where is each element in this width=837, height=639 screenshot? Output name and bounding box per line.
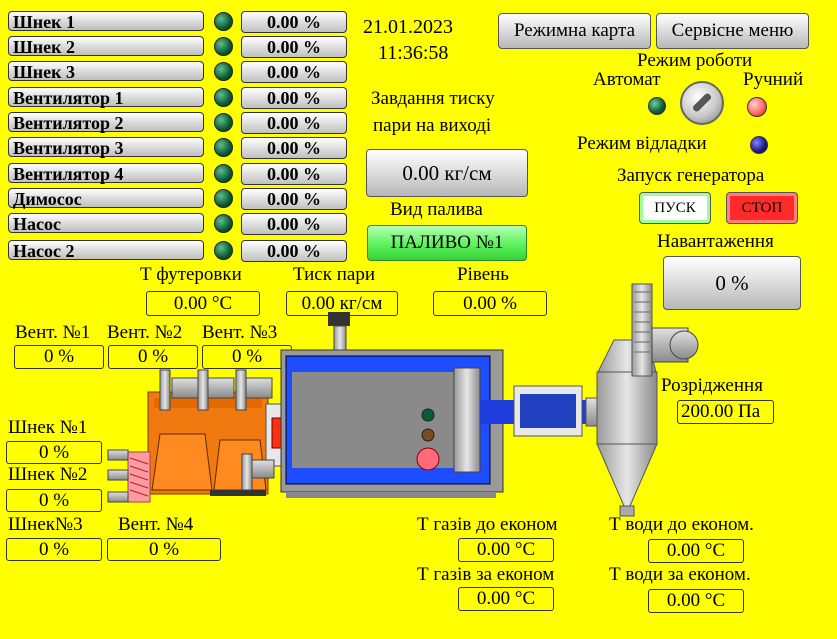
device-value: 0.00 % — [241, 188, 347, 210]
vacuum-value: 200.00 Па — [677, 400, 774, 424]
auger-2-label: Шнек №2 — [8, 464, 88, 485]
load-label: Навантаження — [657, 231, 774, 252]
steam-pressure-value: 0.00 кг/см — [286, 291, 398, 316]
mode-selector-switch[interactable] — [680, 81, 724, 125]
gas-before-economizer-label: Т газів до економ — [417, 514, 558, 535]
water-after-economizer-label: Т води за економ. — [609, 564, 751, 585]
fan-1-label: Вент. №1 — [15, 322, 91, 343]
fan-4-value: 0 % — [107, 538, 221, 561]
level-label: Рівень — [457, 264, 509, 285]
device-row-fan-1[interactable]: Вентилятор 1 0.00 % — [8, 87, 347, 109]
device-name: Вентилятор 3 — [8, 137, 204, 158]
fan-2-value: 0 % — [108, 345, 198, 369]
debug-mode-led — [750, 136, 768, 154]
mode-map-button[interactable]: Режимна карта — [498, 13, 651, 49]
auger-1-label: Шнек №1 — [8, 417, 88, 438]
vacuum-label: Розрідження — [661, 375, 763, 396]
boiler — [280, 349, 504, 498]
device-row-pump-2[interactable]: Насос 2 0.00 % — [8, 240, 347, 262]
status-led — [214, 214, 233, 233]
smoke-exhauster — [631, 283, 699, 377]
device-name: Шнек 1 — [8, 11, 204, 32]
device-row-auger-1[interactable]: Шнек 1 0.00 % — [8, 11, 347, 33]
device-value: 0.00 % — [241, 87, 347, 109]
water-before-economizer-value: 0.00 °C — [648, 539, 744, 563]
device-name: Шнек 3 — [8, 61, 204, 82]
pressure-task-input[interactable]: 0.00 кг/см — [366, 149, 528, 197]
status-led — [214, 62, 233, 81]
device-name: Вентилятор 1 — [8, 87, 204, 108]
pressure-sensor — [328, 312, 350, 351]
device-value: 0.00 % — [241, 240, 347, 262]
fan-4-label: Вент. №4 — [118, 514, 194, 535]
water-before-economizer-label: Т води до економ. — [609, 514, 754, 535]
level-value: 0.00 % — [433, 291, 547, 316]
status-led — [214, 138, 233, 157]
device-name: Шнек 2 — [8, 36, 204, 57]
auger-feeders — [107, 449, 151, 503]
device-value: 0.00 % — [241, 163, 347, 185]
flue-duct — [480, 385, 601, 437]
device-value: 0.00 % — [241, 61, 347, 83]
fan-1-value: 0 % — [14, 345, 104, 369]
mode-auto-label: Автомат — [593, 69, 661, 90]
status-led — [214, 113, 233, 132]
device-row-fan-4[interactable]: Вентилятор 4 0.00 % — [8, 163, 347, 185]
manual-mode-led — [747, 97, 767, 117]
water-after-economizer-value: 0.00 °C — [648, 589, 744, 613]
lining-temp-label: Т футеровки — [140, 264, 242, 285]
stop-button[interactable]: СТОП — [726, 192, 798, 224]
load-value[interactable]: 0 % — [663, 256, 801, 310]
mode-manual-label: Ручний — [743, 69, 804, 90]
fuel-select-button[interactable]: ПАЛИВО №1 — [367, 225, 527, 261]
auger-1-value: 0 % — [6, 441, 102, 464]
lining-temp-value: 0.00 °C — [146, 291, 260, 316]
generator-title: Запуск генератора — [617, 165, 765, 186]
time-display: 11:36:58 — [378, 42, 449, 64]
debug-mode-label: Режим відладки — [577, 133, 707, 154]
device-value: 0.00 % — [241, 112, 347, 134]
pressure-task-label-2: пари на виході — [373, 115, 492, 136]
fuel-label: Вид палива — [390, 199, 483, 220]
mode-title: Режим роботи — [637, 50, 753, 71]
status-led — [214, 12, 233, 31]
device-row-auger-3[interactable]: Шнек 3 0.00 % — [8, 61, 347, 83]
device-row-smoke-exhauster[interactable]: Димосос 0.00 % — [8, 188, 347, 210]
device-row-pump-1[interactable]: Насос 0.00 % — [8, 213, 347, 235]
auger-3-value: 0 % — [6, 538, 102, 561]
status-led — [214, 164, 233, 183]
auger-3-label: Шнек№3 — [8, 514, 83, 535]
pressure-task-label-1: Завдання тиску — [371, 88, 495, 109]
device-name: Вентилятор 2 — [8, 112, 204, 133]
steam-pressure-label: Тиск пари — [293, 264, 375, 285]
fan-motors — [159, 369, 275, 491]
status-led — [214, 241, 233, 260]
device-value: 0.00 % — [241, 137, 347, 159]
device-row-fan-3[interactable]: Вентилятор 3 0.00 % — [8, 137, 347, 159]
service-menu-button[interactable]: Сервісне меню — [656, 13, 809, 49]
status-led — [214, 189, 233, 208]
device-value: 0.00 % — [241, 11, 347, 33]
auto-mode-led — [648, 97, 666, 115]
device-value: 0.00 % — [241, 213, 347, 235]
device-name: Димосос — [8, 188, 204, 209]
device-row-auger-2[interactable]: Шнек 2 0.00 % — [8, 36, 347, 58]
fan-2-label: Вент. №2 — [107, 322, 183, 343]
fan-3-value: 0 % — [202, 345, 292, 369]
gas-before-economizer-value: 0.00 °C — [458, 538, 554, 562]
device-name: Вентилятор 4 — [8, 163, 204, 184]
device-name: Насос 2 — [8, 240, 204, 261]
device-row-fan-2[interactable]: Вентилятор 2 0.00 % — [8, 112, 347, 134]
fan-3-label: Вент. №3 — [202, 322, 278, 343]
device-name: Насос — [8, 213, 204, 234]
gas-after-economizer-value: 0.00 °C — [458, 587, 554, 611]
status-led — [214, 37, 233, 56]
auger-2-value: 0 % — [6, 489, 102, 512]
start-button[interactable]: ПУСК — [639, 192, 711, 224]
date-display: 21.01.2023 — [363, 16, 453, 38]
status-led — [214, 88, 233, 107]
gas-after-economizer-label: Т газів за економ — [417, 564, 555, 585]
device-value: 0.00 % — [241, 36, 347, 58]
